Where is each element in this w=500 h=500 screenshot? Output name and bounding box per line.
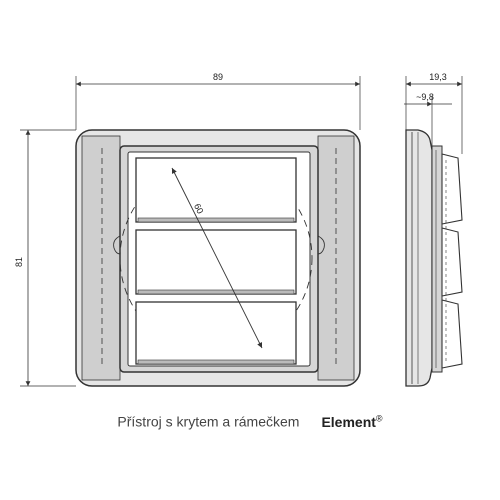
side-frame — [405, 129, 433, 387]
height-dimension: 81 — [14, 129, 76, 387]
side-rocker-1 — [441, 153, 463, 225]
diameter-dimension: 60 — [171, 167, 263, 349]
rocker-2 — [135, 229, 297, 295]
side-rocker-3 — [441, 299, 463, 369]
width-dimension: 89 — [75, 72, 361, 130]
depth-partial-label: ~9,8 — [416, 92, 434, 102]
diameter-label: 60 — [192, 202, 205, 215]
depth-partial-dimension: ~9,8 — [404, 92, 452, 146]
brand-text: Element — [321, 413, 376, 430]
left-hook — [113, 235, 121, 255]
depth-total-label: 19,3 — [429, 72, 447, 82]
side-view — [405, 129, 463, 387]
right-hook — [317, 235, 325, 255]
side-rocker-2 — [441, 227, 463, 297]
width-label: 89 — [213, 72, 223, 82]
frame-left-band — [81, 135, 121, 381]
height-label: 81 — [14, 257, 24, 267]
caption-text: Přístroj s krytem a rámečkem — [117, 413, 300, 430]
caption: Přístroj s krytem a rámečkem Element® — [0, 413, 500, 430]
side-body — [431, 145, 443, 373]
depth-total-dimension: 19,3 — [405, 72, 463, 154]
front-view — [75, 129, 361, 387]
brand-name: Element® — [321, 413, 383, 430]
rocker-1 — [135, 157, 297, 223]
rocker-3 — [135, 301, 297, 365]
registered-mark: ® — [375, 413, 383, 423]
